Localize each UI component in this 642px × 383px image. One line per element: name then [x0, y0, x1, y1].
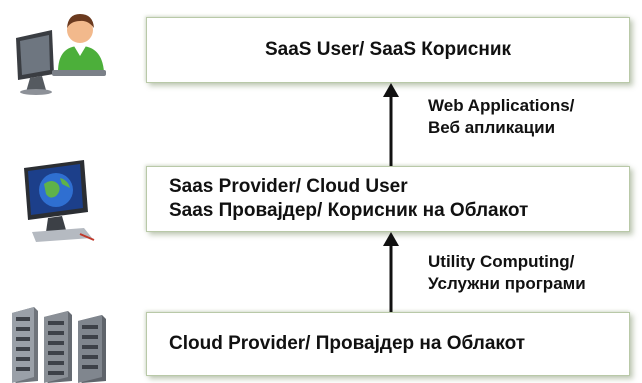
web-applications-label-line1: Web Applications/ [428, 96, 575, 115]
web-applications-label-line2: Веб апликации [428, 118, 556, 137]
saas-provider-label-line1: Saas Provider/ Cloud User [169, 176, 408, 197]
utility-computing-label-line2: Услужни програми [428, 274, 586, 293]
utility-computing-label: Utility Computing/ Услужни програми [428, 251, 586, 295]
saas-user-label: SaaS User/ SaaS Корисник [264, 39, 512, 60]
saas-user-box: SaaS User/ SaaS Корисник [146, 17, 630, 83]
arrow-up-web-applications [383, 83, 399, 166]
saas-provider-label-line2: Saas Провајдер/ Корисник на Облакот [169, 200, 529, 221]
cloud-provider-box: Cloud Provider/ Провајдер на Облакот [146, 312, 630, 376]
arrow-up-utility-computing [383, 232, 399, 312]
web-applications-label: Web Applications/ Веб апликации [428, 95, 574, 139]
user-at-computer-icon [16, 14, 106, 95]
saas-provider-box: Saas Provider/ Cloud User Saas Провајдер… [146, 166, 630, 232]
cloud-provider-label: Cloud Provider/ Провајдер на Облакот [169, 333, 526, 354]
server-rack-icon [12, 307, 106, 383]
monitor-with-globe-icon [24, 160, 95, 242]
utility-computing-label-line1: Utility Computing/ [428, 252, 575, 271]
